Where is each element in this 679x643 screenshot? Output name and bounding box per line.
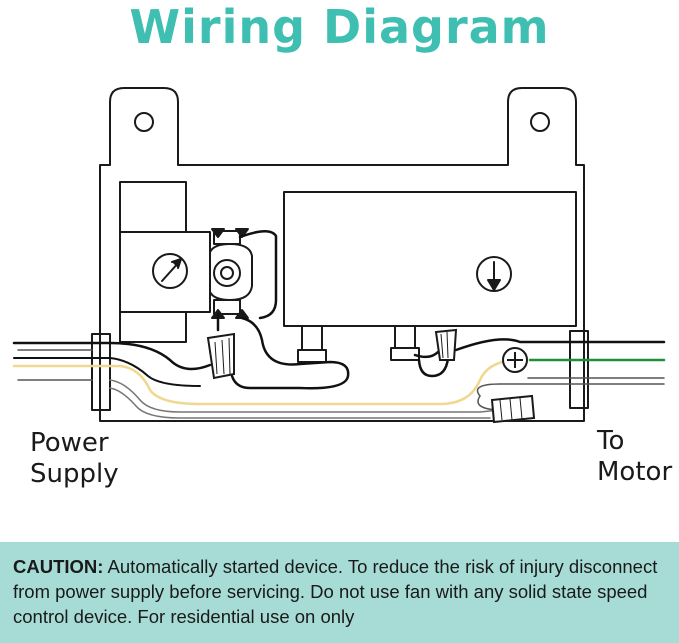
power-supply-line2: Supply <box>30 459 119 489</box>
wiring-diagram <box>12 87 666 424</box>
power-supply-line1: Power <box>30 428 109 458</box>
mount-hole-left <box>134 112 154 132</box>
wire-hot-supply <box>12 341 212 371</box>
caution-box: CAUTION: Automatically started device. T… <box>0 542 679 643</box>
control-module <box>283 191 577 327</box>
power-supply-label: Power Supply <box>30 428 119 490</box>
to-motor-line2: Motor <box>597 457 673 487</box>
sensor-block <box>119 181 211 343</box>
housing-outline <box>99 87 585 422</box>
ground-arrow-icon <box>476 256 512 292</box>
wire-neutral-supply <box>12 358 516 406</box>
caution-prefix: CAUTION: <box>13 556 104 577</box>
to-motor-label: To Motor <box>597 426 672 488</box>
wire-nut-center <box>434 328 458 361</box>
mount-hole-right <box>530 112 550 132</box>
gauge-icon <box>152 253 188 289</box>
wire-nut-icon <box>206 332 235 380</box>
wire-nut-ground <box>490 394 536 424</box>
cable-clamp-left <box>91 333 111 411</box>
cable-clamp-right <box>569 330 589 409</box>
to-motor-line1: To <box>597 426 625 456</box>
caution-text: Automatically started device. To reduce … <box>13 556 658 627</box>
rotary-switch <box>209 243 253 301</box>
diagram-title: Wiring Diagram <box>129 0 550 54</box>
ground-terminal-icon <box>502 347 528 373</box>
